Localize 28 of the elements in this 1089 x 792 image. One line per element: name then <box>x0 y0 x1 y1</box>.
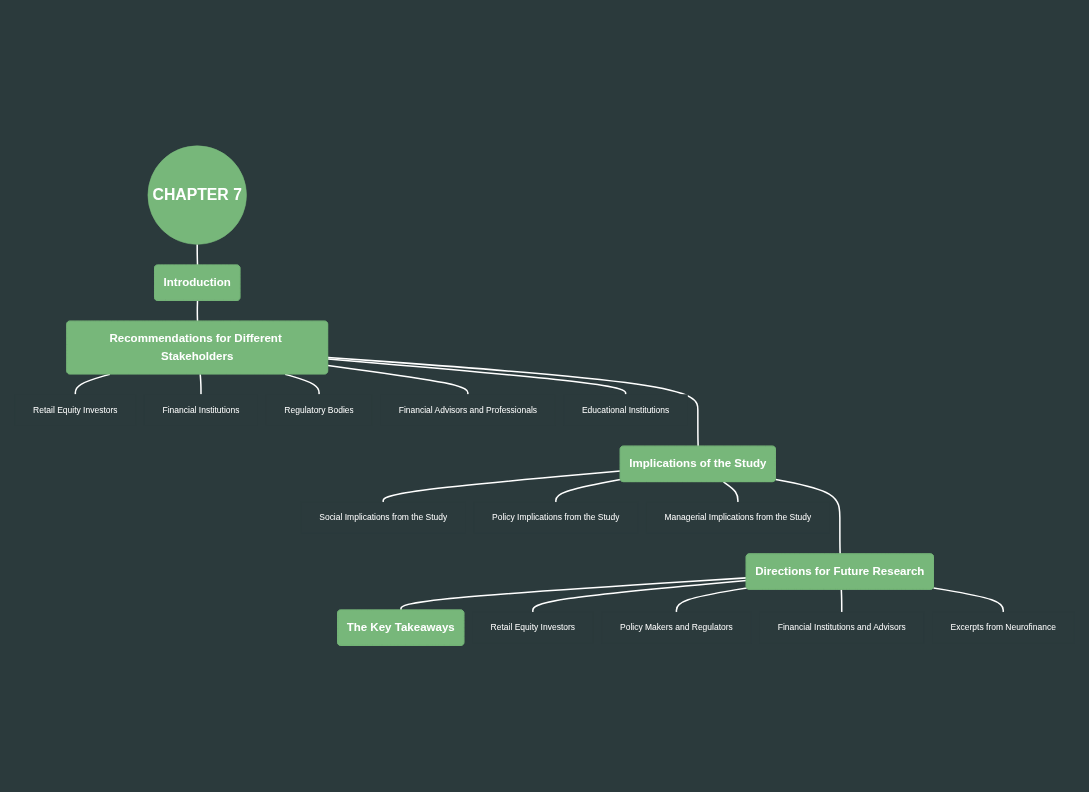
node-text: Excerpts from Neurofinance <box>950 622 1056 633</box>
connector <box>199 373 202 396</box>
node-text: Retail Equity Investors <box>33 405 118 415</box>
node-text: Financial Institutions <box>162 405 240 415</box>
node-text: Policy Implications from the Study <box>492 512 620 523</box>
connector <box>774 479 841 556</box>
connector <box>196 300 199 323</box>
node-circle: CHAPTER 7 <box>147 145 247 246</box>
node-text: Regulatory Bodies <box>284 405 354 415</box>
node-text: Policy Makers and Regulators <box>619 622 733 633</box>
node-text: Educational Institutions <box>581 405 670 415</box>
connector <box>382 470 622 504</box>
connector <box>532 580 748 614</box>
node-text: Social Implications from the Study <box>319 512 448 523</box>
connector <box>932 587 1004 614</box>
connector <box>555 479 622 504</box>
node-text: Managerial Implications from the Study <box>664 512 812 523</box>
connector <box>196 243 199 267</box>
connector <box>327 357 699 448</box>
node-text: Financial Advisors and Professionals <box>398 405 538 415</box>
connector <box>722 481 739 504</box>
connector <box>327 358 627 396</box>
connector <box>675 587 748 614</box>
connector <box>400 577 748 612</box>
connector <box>327 365 469 396</box>
node-text: Financial Institutions and Advisors <box>777 622 906 633</box>
connector <box>840 589 843 614</box>
node-text: Retail Equity Investors <box>490 622 576 633</box>
